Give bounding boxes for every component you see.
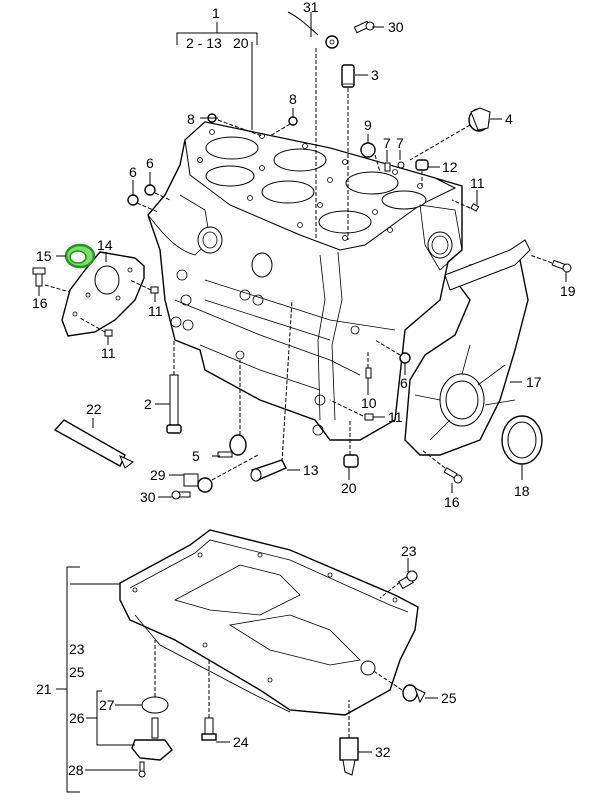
sensor-29[interactable] <box>183 473 213 493</box>
callout-11-front[interactable]: 11 <box>148 303 163 319</box>
seal-15-highlighted[interactable] <box>64 243 96 269</box>
callout-1[interactable]: 1 <box>212 5 220 21</box>
dowel-11a[interactable] <box>470 203 480 212</box>
callout-30-bottom[interactable]: 30 <box>140 489 156 505</box>
callout-20-group[interactable]: 20 <box>233 35 249 51</box>
callout-23-group[interactable]: 23 <box>69 641 85 657</box>
sensor-31[interactable] <box>287 11 339 49</box>
sleeve-3[interactable] <box>341 64 355 88</box>
dashed-assembly-lines <box>44 48 553 738</box>
callout-13[interactable]: 13 <box>303 462 319 478</box>
callout-24[interactable]: 24 <box>233 734 249 750</box>
plug-25[interactable] <box>402 684 426 704</box>
callout-28[interactable]: 28 <box>68 762 84 778</box>
callout-21[interactable]: 21 <box>36 681 52 697</box>
callout-30-top[interactable]: 30 <box>388 19 404 35</box>
bolt-19[interactable] <box>551 259 572 273</box>
callout-15[interactable]: 15 <box>36 248 52 264</box>
sensor-32[interactable] <box>339 737 359 776</box>
plug-6c[interactable] <box>399 352 411 364</box>
sleeve-12[interactable] <box>415 159 429 171</box>
callout-7-left[interactable]: 7 <box>383 135 391 151</box>
bolt-30-bottom[interactable] <box>171 490 191 500</box>
callout-29[interactable]: 29 <box>150 467 166 483</box>
callout-6-right[interactable]: 6 <box>400 375 408 391</box>
dowel-11d[interactable] <box>364 413 374 421</box>
bolt-24[interactable] <box>201 717 217 741</box>
rear-seal-18[interactable] <box>501 415 543 465</box>
pin-7b[interactable] <box>397 161 405 169</box>
engine-block[interactable] <box>147 121 463 441</box>
pin-7a[interactable] <box>384 162 391 172</box>
callout-19[interactable]: 19 <box>560 283 576 299</box>
pin-10[interactable] <box>365 367 372 379</box>
plug-9[interactable] <box>360 142 376 158</box>
callout-27[interactable]: 27 <box>99 697 115 713</box>
callout-14[interactable]: 14 <box>97 237 113 253</box>
sleeve-20[interactable] <box>343 454 359 468</box>
callout-32[interactable]: 32 <box>375 744 391 760</box>
callout-10[interactable]: 10 <box>361 395 377 411</box>
callout-18[interactable]: 18 <box>514 483 530 499</box>
callout-8-right[interactable]: 8 <box>289 91 297 107</box>
bushing-5[interactable] <box>217 434 247 458</box>
callout-7-right[interactable]: 7 <box>396 135 404 151</box>
callout-2-13[interactable]: 2 - 13 <box>186 35 222 51</box>
callout-5[interactable]: 5 <box>192 448 200 464</box>
callout-17[interactable]: 17 <box>526 374 542 390</box>
dowel-8b[interactable] <box>288 116 298 126</box>
bolt-30-top[interactable] <box>353 20 375 34</box>
group-bracket-1 <box>176 22 258 130</box>
dowel-11b[interactable] <box>150 286 159 294</box>
callout-22[interactable]: 22 <box>86 401 102 417</box>
leader-lines <box>38 12 567 793</box>
callout-6-left[interactable]: 6 <box>129 164 137 180</box>
sealant-tube-22[interactable] <box>53 419 134 469</box>
o-ring-27[interactable] <box>141 696 169 714</box>
callout-11-rear[interactable]: 11 <box>470 175 485 191</box>
bolt-16-left[interactable] <box>32 267 46 287</box>
callout-16-right[interactable]: 16 <box>444 494 460 510</box>
oil-level-sensor-26[interactable] <box>131 717 173 761</box>
callout-3[interactable]: 3 <box>371 67 379 83</box>
drain-plug-23[interactable] <box>398 570 418 590</box>
callout-25[interactable]: 25 <box>441 690 457 706</box>
callout-25-group[interactable]: 25 <box>69 664 85 680</box>
callout-26[interactable]: 26 <box>69 710 85 726</box>
plug-6a[interactable] <box>127 194 139 206</box>
callout-31[interactable]: 31 <box>303 0 319 15</box>
callout-9[interactable]: 9 <box>364 117 372 133</box>
callout-11-center[interactable]: 11 <box>388 409 403 425</box>
callout-6-mid[interactable]: 6 <box>146 155 154 171</box>
callout-2[interactable]: 2 <box>144 396 152 412</box>
callout-4[interactable]: 4 <box>505 111 513 127</box>
callout-20[interactable]: 20 <box>341 480 357 496</box>
bolt-16-right[interactable] <box>443 467 463 484</box>
plug-4[interactable] <box>468 107 491 132</box>
dowel-11c[interactable] <box>104 329 113 337</box>
callout-16-left[interactable]: 16 <box>32 295 48 311</box>
callout-23[interactable]: 23 <box>401 543 417 559</box>
screw-28[interactable] <box>138 761 146 778</box>
plug-6b[interactable] <box>144 184 156 196</box>
front-cover-14[interactable] <box>61 251 145 337</box>
callout-11-bottom[interactable]: 11 <box>101 345 116 361</box>
callout-8-left[interactable]: 8 <box>187 111 195 127</box>
rear-cover-17[interactable] <box>404 239 531 456</box>
sleeve-13[interactable] <box>250 459 287 482</box>
callout-labels: 31 30 3 8 8 4 9 7 7 12 6 6 11 19 15 14 1… <box>32 0 576 778</box>
oil-pan-21[interactable] <box>119 529 419 716</box>
callout-12[interactable]: 12 <box>442 159 458 175</box>
